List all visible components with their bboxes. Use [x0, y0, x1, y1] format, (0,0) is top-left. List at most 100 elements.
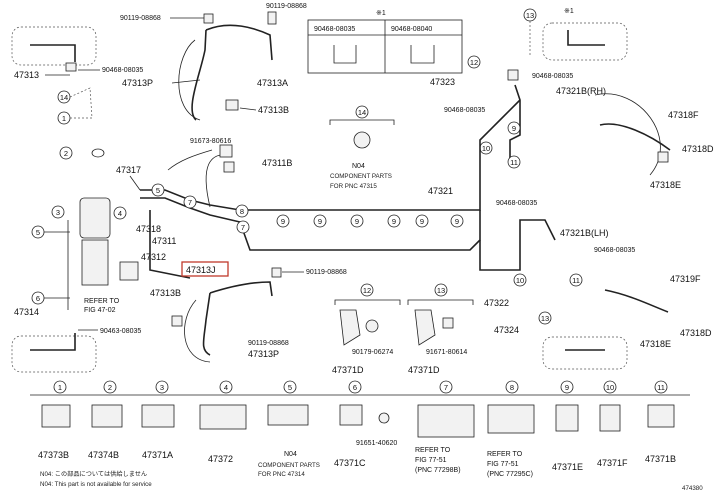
label-47318F[interactable]: 47318F — [668, 110, 699, 120]
label-47312[interactable]: 47312 — [141, 252, 166, 262]
bottom-item-9[interactable]: 9 47371E — [552, 380, 583, 472]
svg-text:5: 5 — [288, 383, 292, 392]
svg-text:12: 12 — [470, 58, 478, 67]
svg-text:13: 13 — [526, 11, 534, 20]
label-47323[interactable]: 47323 — [430, 77, 455, 87]
svg-text:6: 6 — [36, 294, 40, 303]
clip-part — [65, 62, 77, 72]
label-90468-08035-b[interactable]: 90468-08035 — [532, 73, 573, 80]
label-47317[interactable]: 47317 — [116, 165, 141, 175]
label-47324[interactable]: 47324 — [494, 325, 519, 335]
label-90468-08035-a[interactable]: 90468-08035 — [102, 67, 143, 74]
label-90179-06274[interactable]: 90179-06274 — [352, 349, 393, 356]
svg-text:2: 2 — [108, 383, 112, 392]
svg-text:N04: N04 — [284, 451, 297, 458]
bottom-item-4[interactable]: 4 47372 — [199, 380, 247, 464]
label-90119-08868-c[interactable]: 90119-08868 — [306, 269, 347, 276]
label-47318[interactable]: 47318 — [136, 224, 161, 234]
hose-line — [30, 44, 76, 62]
svg-text:5: 5 — [36, 228, 40, 237]
label-47371D-2[interactable]: 47371D — [408, 365, 440, 375]
table-header-2: 90468-08040 — [391, 26, 432, 33]
svg-text:2: 2 — [64, 149, 68, 158]
bottom-item-1[interactable]: 1 47373B — [38, 380, 71, 460]
svg-text:47371A: 47371A — [142, 450, 173, 460]
svg-text:14: 14 — [60, 93, 68, 102]
label-90468-08035-d[interactable]: 90468-08035 — [496, 200, 537, 207]
svg-text:9: 9 — [420, 217, 424, 226]
table-header-1: 90468-08035 — [314, 26, 355, 33]
label-47318E[interactable]: 47318E — [650, 180, 681, 190]
svg-text:REFER TO: REFER TO — [487, 451, 523, 458]
label-91671-80614[interactable]: 91671-80614 — [426, 349, 467, 356]
flex-hose — [205, 24, 273, 61]
rear-brake-group: 13 ※1 12 47323 90468-08035 47321B(RH) 90… — [428, 8, 714, 370]
svg-text:9: 9 — [512, 124, 516, 133]
bottom-item-7[interactable]: 7 REFER TO FIG 77-51 (PNC 77298B) — [415, 380, 475, 474]
label-47321B-RH[interactable]: 47321B(RH) — [556, 86, 606, 96]
highlight-47313J[interactable] — [181, 261, 229, 277]
label-47311B[interactable]: 47311B — [262, 158, 292, 168]
label-90119-08868-a[interactable]: 90119-08868 — [120, 15, 161, 22]
label-47321B-LH[interactable]: 47321B(LH) — [560, 228, 609, 238]
callout-14-line1: COMPONENT PARTS — [330, 173, 392, 180]
label-47318E-2[interactable]: 47318E — [640, 339, 671, 349]
label-47313P[interactable]: 47313P — [122, 78, 153, 88]
inset-frame-bottom-left — [11, 335, 97, 373]
bottom-item-11[interactable]: 11 47371B — [645, 380, 676, 464]
svg-text:11: 11 — [510, 158, 518, 167]
svg-text:12: 12 — [363, 286, 371, 295]
figure-id: 474380 — [682, 485, 703, 492]
svg-text:8: 8 — [240, 207, 244, 216]
bottom-item-3[interactable]: 3 47371A — [141, 380, 175, 460]
svg-text:9: 9 — [392, 217, 396, 226]
label-47318D[interactable]: 47318D — [682, 144, 714, 154]
svg-text:4: 4 — [118, 209, 122, 218]
bottom-item-10[interactable]: 10 47371F — [597, 380, 628, 468]
inset-frame-top-left — [11, 26, 97, 66]
label-47319F[interactable]: 47319F — [670, 274, 701, 284]
washer-icon-2 — [410, 45, 435, 64]
svg-text:10: 10 — [606, 383, 614, 392]
footnote-jp: N04: この部品については供給しません — [40, 470, 147, 478]
label-47311[interactable]: 47311 — [152, 236, 176, 246]
washer-spec-table: ※1 90468-08035 90468-08040 — [307, 10, 463, 74]
label-47313A[interactable]: 47313A — [257, 78, 288, 88]
svg-text:47374B: 47374B — [88, 450, 119, 460]
callout-14-line2: FOR PNC 47315 — [330, 183, 377, 190]
label-90119-08868-b[interactable]: 90119-08868 — [266, 3, 307, 10]
svg-text:47373B: 47373B — [38, 450, 69, 460]
svg-text:FIG 77-51: FIG 77-51 — [487, 461, 519, 468]
label-91673-80616[interactable]: 91673-80616 — [190, 138, 231, 145]
label-90468-08035-c[interactable]: 90468-08035 — [444, 107, 485, 114]
bottom-item-8[interactable]: 8 REFER TO FIG 77-51 (PNC 77295C) — [487, 380, 535, 478]
label-47313J[interactable]: 47313J — [186, 265, 216, 275]
bottom-item-2[interactable]: 2 47374B — [88, 380, 123, 460]
label-90468-08035-e[interactable]: 90468-08035 — [594, 247, 635, 254]
label-47318D-2[interactable]: 47318D — [680, 328, 712, 338]
label-47322[interactable]: 47322 — [484, 298, 509, 308]
refer-fig-47-02-line2[interactable]: FIG 47-02 — [84, 307, 116, 314]
label-47313[interactable]: 47313 — [14, 70, 39, 80]
svg-text:REFER TO: REFER TO — [415, 447, 451, 454]
svg-text:FIG 77-51: FIG 77-51 — [415, 457, 447, 464]
svg-text:47371B: 47371B — [645, 454, 676, 464]
label-47371D[interactable]: 47371D — [332, 365, 364, 375]
refer-fig-47-02-line1[interactable]: REFER TO — [84, 298, 120, 305]
svg-text:14: 14 — [358, 108, 366, 117]
label-47321[interactable]: 47321 — [428, 186, 453, 196]
bottom-item-6[interactable]: 6 91651-40620 47371C — [334, 380, 397, 468]
label-90463-08035[interactable]: 90463-08035 — [100, 328, 141, 335]
svg-text:47372: 47372 — [208, 454, 233, 464]
label-47313P-2[interactable]: 47313P — [248, 349, 279, 359]
svg-text:(PNC 77295C): (PNC 77295C) — [487, 471, 533, 478]
label-47313B[interactable]: 47313B — [258, 105, 289, 115]
bottom-item-5[interactable]: 5 N04 COMPONENT PARTS FOR PNC 47314 — [258, 380, 320, 478]
svg-text:9: 9 — [565, 383, 569, 392]
svg-text:3: 3 — [160, 383, 164, 392]
svg-text:5: 5 — [156, 186, 160, 195]
label-90119-08868-d[interactable]: 90119-08868 — [248, 340, 289, 347]
label-47314[interactable]: 47314 — [14, 307, 39, 317]
label-47313B-2[interactable]: 47313B — [150, 288, 181, 298]
